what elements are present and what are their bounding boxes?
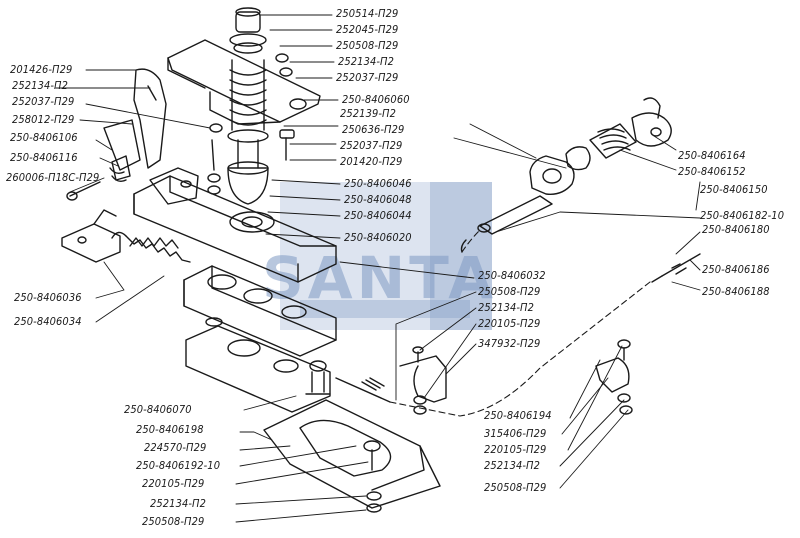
part-label: 252139-П2: [340, 107, 396, 120]
mount-bracket: [61, 209, 121, 263]
part-label: 250636-П29: [342, 123, 405, 136]
part-label: 220105-П29: [478, 317, 541, 330]
part-label: 252037-П29: [340, 139, 403, 152]
cable-path: [389, 229, 651, 417]
control-rod: [335, 377, 391, 403]
part-label: 250-8406152: [678, 165, 746, 178]
part-label: 260006-П18С-П29: [6, 171, 100, 184]
part-label: 250508-П29: [478, 285, 541, 298]
part-label: 252134-П2: [12, 79, 68, 92]
part-label: 250-8406116: [10, 151, 78, 164]
part-label: 252037-П29: [12, 95, 75, 108]
part-label: 250-8406150: [700, 183, 768, 196]
part-label: 250-8406188: [702, 285, 770, 298]
part-label: 250-8406186: [702, 263, 770, 276]
part-label: 224570-П29: [144, 441, 207, 454]
part-label: 250-8406036: [14, 291, 82, 304]
part-label: 258012-П29: [12, 113, 75, 126]
tension-spring: [111, 231, 191, 263]
part-label: 250-8406032: [478, 269, 546, 282]
part-label: 250514-П29: [336, 7, 399, 20]
part-label: 315406-П29: [484, 427, 547, 440]
part-label: 250-8406192-10: [136, 459, 221, 472]
floor-plate: [263, 399, 441, 513]
main-frame: [133, 167, 337, 283]
cable-clip-right: [595, 339, 633, 415]
part-label: 252045-П29: [336, 23, 399, 36]
part-label: 252134-П2: [478, 301, 534, 314]
part-label: 250-8406060: [342, 93, 410, 106]
part-label: 250-8406046: [344, 177, 412, 190]
part-label: 250-8406198: [136, 423, 204, 436]
part-label: 250-8406180: [702, 223, 770, 236]
part-label: 220105-П29: [484, 443, 547, 456]
part-label: 201426-П29: [10, 63, 73, 76]
part-label: 250-8406020: [344, 231, 412, 244]
lever-handle: [66, 68, 167, 201]
part-label: 252037-П29: [336, 71, 399, 84]
leader-lines: [55, 14, 701, 523]
cable-assembly: [460, 97, 701, 283]
part-label: 250508-П29: [484, 481, 547, 494]
part-label: 252134-П2: [484, 459, 540, 472]
part-label: 252134-П2: [150, 497, 206, 510]
part-label: 250-8406194: [484, 409, 552, 422]
spindle-assembly: [227, 7, 275, 233]
part-label: 250508-П29: [142, 515, 205, 528]
part-label: 250-8406182-10: [700, 209, 785, 222]
part-label: 250-8406044: [344, 209, 412, 222]
part-label: 250508-П29: [336, 39, 399, 52]
bottom-plate: [185, 317, 331, 413]
part-label: 250-8406106: [10, 131, 78, 144]
part-label: 250-8406048: [344, 193, 412, 206]
part-label: 347932-П29: [478, 337, 541, 350]
middle-plate: [183, 265, 337, 357]
part-label: 220105-П29: [142, 477, 205, 490]
cable-clip-mid: [399, 346, 447, 415]
part-label: 250-8406070: [124, 403, 192, 416]
part-label: 250-8406164: [678, 149, 746, 162]
part-label: 250-8406034: [14, 315, 82, 328]
part-label: 252134-П2: [338, 55, 394, 68]
part-label: 201420-П29: [340, 155, 403, 168]
